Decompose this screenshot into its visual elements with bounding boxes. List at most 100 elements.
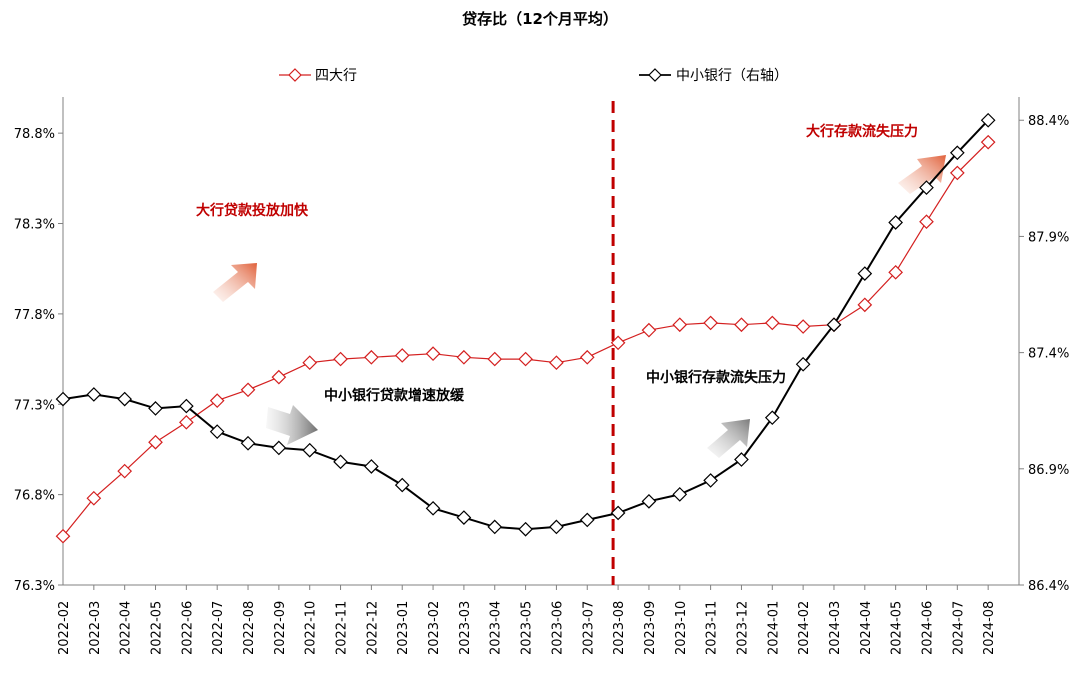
data-point: [672, 317, 688, 333]
series-line: [62, 141, 989, 537]
x-tick-label: 2024-01: [766, 601, 781, 655]
x-tick-label: 2023-04: [489, 601, 504, 655]
annotation-big-bank-deposit: 大行存款流失压力: [806, 123, 918, 140]
data-point: [980, 134, 996, 150]
data-point: [364, 349, 379, 365]
x-tick-label: 2022-05: [150, 601, 165, 655]
data-point: [579, 349, 595, 365]
data-point: [179, 398, 194, 414]
left-tick-label: 76.3%: [14, 579, 55, 594]
data-point: [117, 463, 133, 479]
x-tick-label: 2024-05: [890, 601, 905, 655]
data-point: [86, 490, 102, 506]
data-point: [209, 393, 225, 408]
data-point: [302, 355, 318, 371]
data-point: [764, 410, 780, 426]
right-tick-label: 88.4%: [1028, 114, 1069, 129]
data-point: [302, 442, 318, 458]
x-tick-label: 2023-02: [427, 601, 442, 655]
legend-marker-small-banks: [648, 68, 662, 82]
data-point: [949, 145, 965, 161]
data-point: [734, 452, 749, 467]
legend-label-small-banks: 中小银行（右轴）: [676, 68, 788, 84]
x-tick-label: 2023-01: [396, 601, 411, 655]
series-small-banks: [55, 112, 996, 537]
data-point: [949, 165, 965, 181]
data-point: [240, 435, 256, 451]
x-tick-label: 2022-09: [273, 601, 288, 655]
right-tick-label: 86.9%: [1028, 463, 1069, 478]
left-tick-label: 78.8%: [14, 127, 55, 142]
legend-marker-big-banks: [288, 68, 302, 82]
data-point: [641, 493, 657, 509]
x-tick-label: 2023-08: [612, 601, 627, 655]
data-point: [55, 528, 71, 544]
x-tick-label: 2023-07: [581, 601, 596, 655]
annotation-arrows: [213, 155, 946, 458]
x-tick-label: 2022-06: [180, 601, 195, 655]
data-point: [271, 440, 287, 456]
right-tick-label: 87.9%: [1028, 230, 1069, 245]
x-tick-label: 2022-03: [88, 601, 103, 655]
data-point: [487, 351, 503, 367]
data-point: [117, 391, 133, 407]
data-point: [610, 335, 626, 351]
arrow-big-bank-lending: [213, 263, 257, 302]
x-tick-label: 2024-02: [797, 601, 812, 655]
data-point: [703, 315, 718, 331]
arrow-small-bank-loan: [266, 405, 318, 445]
x-tick-label: 2022-04: [119, 601, 134, 655]
data-point: [734, 317, 749, 333]
series-big-banks: [55, 134, 996, 544]
data-point: [148, 434, 163, 450]
data-point: [549, 519, 564, 535]
x-tick-label: 2022-07: [211, 601, 226, 655]
x-tick-label: 2023-05: [520, 601, 535, 655]
data-point: [148, 401, 163, 416]
x-tick-label: 2022-11: [335, 601, 350, 655]
data-point: [826, 317, 842, 333]
series-line: [62, 119, 989, 531]
data-point: [333, 454, 348, 470]
data-point: [394, 477, 410, 493]
data-point: [456, 510, 472, 525]
x-tick-label: 2023-11: [705, 601, 720, 655]
left-tick-label: 76.8%: [14, 489, 55, 504]
x-tick-label: 2023-10: [674, 601, 689, 655]
x-tick-label: 2024-03: [828, 601, 843, 655]
data-point: [518, 521, 533, 537]
x-tick-label: 2024-08: [982, 601, 997, 655]
data-point: [271, 369, 287, 385]
data-point: [795, 319, 811, 334]
data-point: [333, 351, 348, 367]
data-point: [919, 214, 934, 230]
data-point: [425, 346, 441, 362]
data-point: [518, 351, 533, 367]
legend: 四大行 中小银行（右轴）: [279, 68, 788, 84]
data-point: [425, 500, 441, 516]
right-axis-ticks: 86.4% 86.9% 87.4% 87.9% 88.4%: [1019, 114, 1069, 594]
right-tick-label: 87.4%: [1028, 347, 1069, 362]
data-point: [364, 459, 379, 474]
x-tick-label: 2024-07: [951, 601, 966, 655]
chart-title: 贷存比（12个月平均）: [462, 10, 618, 28]
data-point: [980, 112, 996, 128]
series-layer: [55, 112, 996, 544]
left-axis-ticks: 76.3%76.8%77.3%77.8%78.3%78.8%: [14, 127, 63, 594]
data-point: [394, 348, 410, 363]
x-tick-label: 2024-04: [859, 601, 874, 655]
data-point: [888, 215, 903, 230]
left-tick-label: 78.3%: [14, 218, 55, 233]
right-tick-label: 86.4%: [1028, 579, 1069, 594]
x-tick-label: 2022-08: [242, 601, 257, 655]
axes: [62, 97, 1020, 586]
data-point: [764, 315, 780, 331]
data-point: [857, 266, 873, 281]
x-tick-label: 2023-03: [458, 601, 473, 655]
data-point: [55, 391, 71, 407]
data-point: [487, 519, 503, 535]
data-point: [703, 473, 718, 488]
annotation-small-bank-deposit: 中小银行存款流失压力: [646, 369, 786, 386]
x-tick-label: 2023-06: [550, 601, 565, 655]
x-tick-label: 2022-02: [57, 601, 72, 655]
